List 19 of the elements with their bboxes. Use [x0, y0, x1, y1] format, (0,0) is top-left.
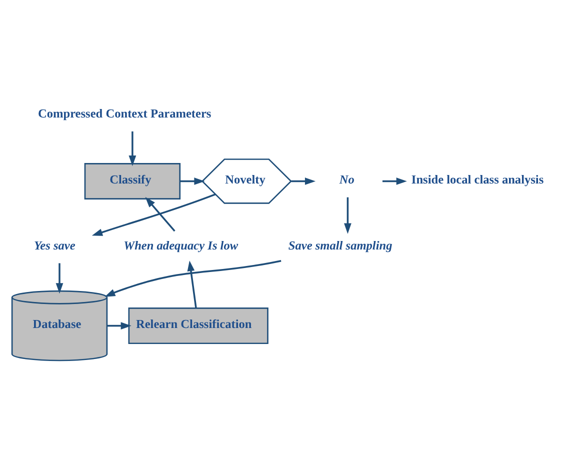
- node-text: When adequacy Is low: [124, 238, 238, 252]
- arrow: [180, 177, 205, 184]
- arrow: [128, 130, 136, 166]
- arrow: [106, 322, 132, 329]
- arrow: [145, 196, 176, 232]
- arrow: [291, 177, 316, 184]
- node-text: Yes save: [34, 238, 76, 252]
- node-text: Save small sampling: [288, 238, 392, 252]
- arrow: [344, 196, 352, 234]
- arrow: [92, 192, 216, 236]
- node-text: Inside local class analysis: [411, 172, 544, 186]
- node-text: Compressed Context Parameters: [38, 106, 212, 120]
- arrow: [382, 177, 407, 184]
- node-box: Classify: [84, 162, 181, 199]
- arrow: [56, 262, 64, 294]
- node-text: No: [339, 172, 354, 186]
- arrow: [104, 260, 282, 296]
- arrow: [187, 260, 197, 308]
- node-box: Relearn Classification: [128, 307, 268, 344]
